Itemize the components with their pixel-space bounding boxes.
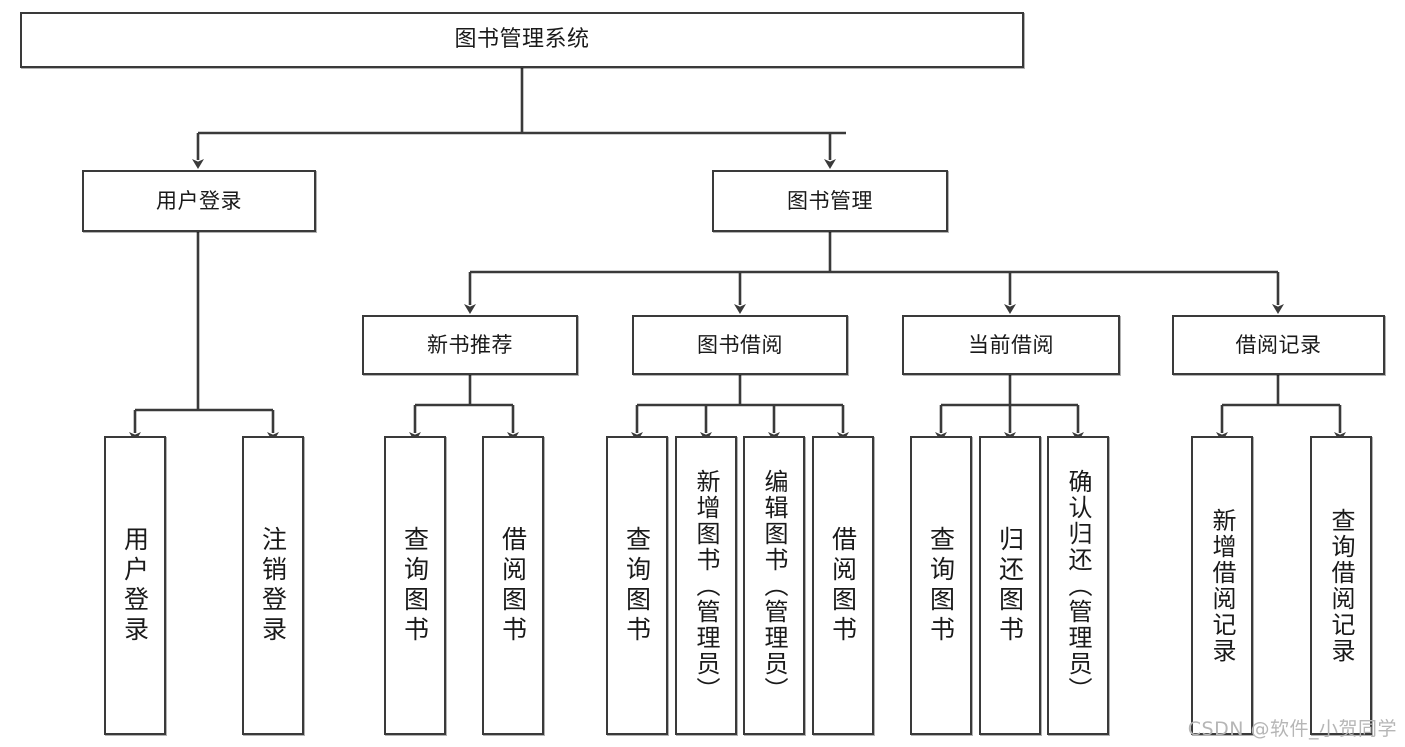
leaf-book-borrow-query[interactable]: 查询图书: [606, 436, 668, 735]
leaf-book-borrow-borrow[interactable]: 借阅图书: [812, 436, 874, 735]
node-label: 新书推荐: [427, 332, 513, 357]
leaf-current-borrow-confirm-admin[interactable]: 确认归还（管理员）: [1047, 436, 1109, 735]
node-label: 查询图书: [926, 525, 956, 646]
node-label: 新增图书（管理员）: [692, 468, 720, 703]
leaf-user-login-login[interactable]: 用户登录: [104, 436, 166, 735]
node-label: 查询图书: [400, 525, 430, 646]
leaf-book-borrow-add-admin[interactable]: 新增图书（管理员）: [675, 436, 737, 735]
node-new-book-recommend[interactable]: 新书推荐: [362, 315, 578, 375]
leaf-borrow-record-add[interactable]: 新增借阅记录: [1191, 436, 1253, 735]
leaf-borrow-record-query[interactable]: 查询借阅记录: [1310, 436, 1372, 735]
node-user-login[interactable]: 用户登录: [82, 170, 316, 232]
node-label: 注销登录: [258, 525, 288, 646]
node-current-borrow[interactable]: 当前借阅: [902, 315, 1120, 375]
node-label: 归还图书: [995, 525, 1025, 646]
leaf-current-borrow-return[interactable]: 归还图书: [979, 436, 1041, 735]
node-label: 当前借阅: [968, 332, 1054, 357]
leaf-new-book-query[interactable]: 查询图书: [384, 436, 446, 735]
node-label: 借阅记录: [1235, 332, 1322, 357]
leaf-new-book-borrow[interactable]: 借阅图书: [482, 436, 544, 735]
node-label: 图书管理: [787, 188, 873, 213]
leaf-user-login-logout[interactable]: 注销登录: [242, 436, 304, 735]
node-label: 编辑图书（管理员）: [760, 468, 788, 703]
node-borrow-record[interactable]: 借阅记录: [1172, 315, 1385, 375]
node-label: 查询借阅记录: [1327, 507, 1355, 664]
node-label: 查询图书: [622, 525, 652, 646]
node-label: 用户登录: [120, 525, 150, 646]
leaf-current-borrow-query[interactable]: 查询图书: [910, 436, 972, 735]
node-label: 借阅图书: [828, 525, 858, 646]
leaf-book-borrow-edit-admin[interactable]: 编辑图书（管理员）: [743, 436, 805, 735]
node-label: 图书管理系统: [454, 27, 590, 53]
csdn-watermark: CSDN @软件_小贺同学: [1187, 718, 1397, 740]
node-book-management[interactable]: 图书管理: [712, 170, 948, 232]
node-root-system[interactable]: 图书管理系统: [20, 12, 1024, 68]
node-label: 用户登录: [156, 188, 242, 213]
node-label: 确认归还（管理员）: [1064, 468, 1092, 703]
node-label: 新增借阅记录: [1208, 507, 1236, 664]
node-label: 图书借阅: [697, 332, 783, 357]
node-book-borrow[interactable]: 图书借阅: [632, 315, 848, 375]
node-label: 借阅图书: [498, 525, 528, 646]
